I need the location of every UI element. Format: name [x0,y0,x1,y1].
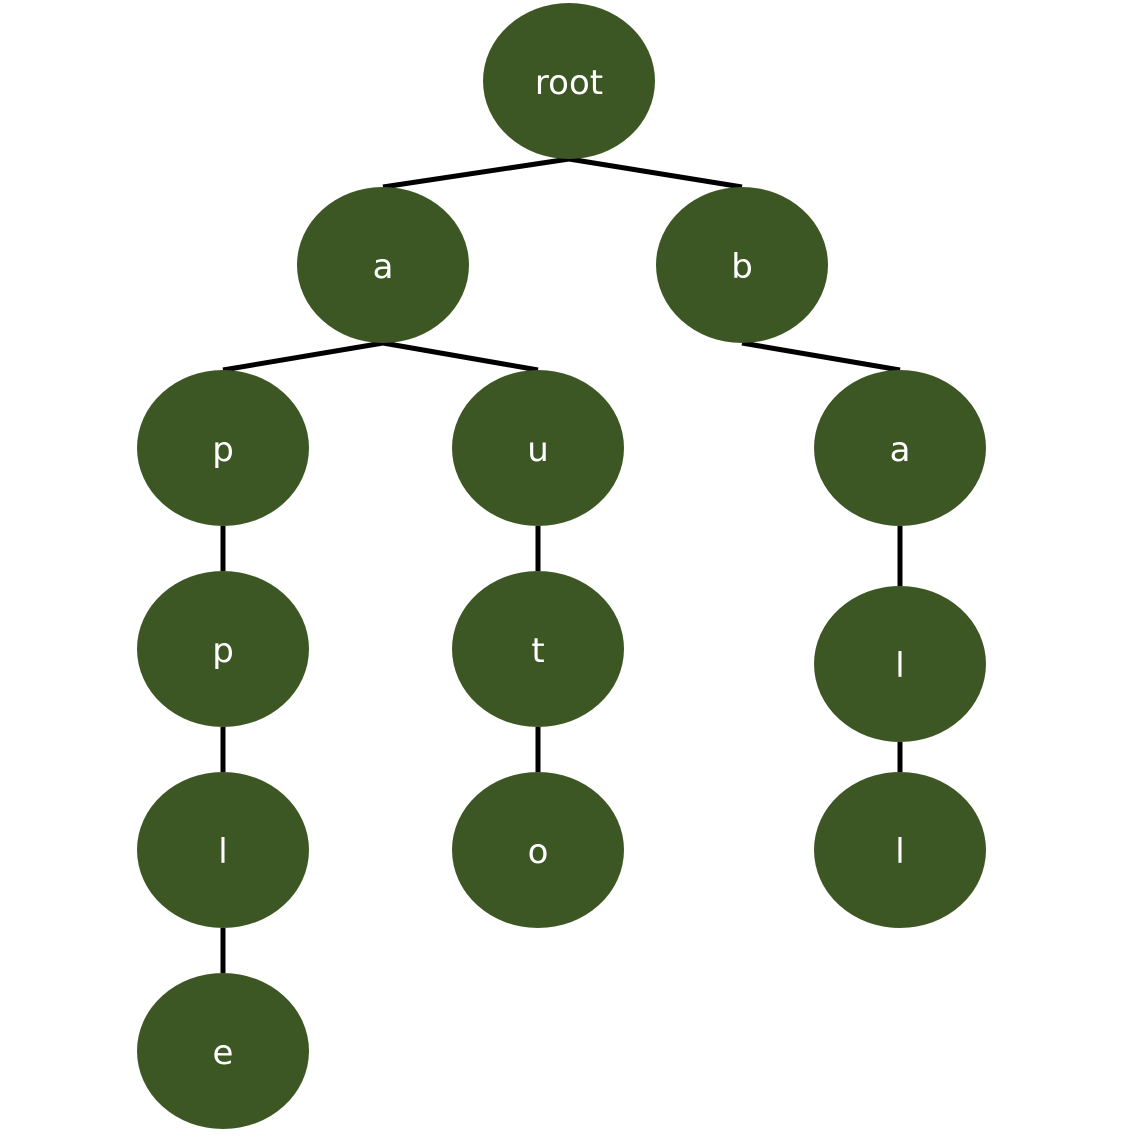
edge-a-au [382,340,539,373]
edge-b-ba [741,340,901,373]
edges-layer [220,156,903,973]
node-label: u [527,430,549,470]
node-label: b [731,247,753,287]
nodes-layer: root a b p u a p t l l o l e [137,3,986,1129]
trie-node-apple: e [137,973,309,1129]
node-label: l [895,832,904,872]
node-circle [452,772,624,928]
node-label: p [212,631,234,671]
node-label: l [218,832,227,872]
trie-node-ball: l [814,772,986,928]
node-circle [452,571,624,727]
edge-root-a [382,156,570,190]
edge-root-b [568,156,743,190]
trie-node-appl: l [137,772,309,928]
node-label: l [895,646,904,686]
node-circle [483,3,655,159]
node-circle [814,370,986,526]
node-label: e [213,1033,234,1073]
node-label: p [212,430,234,470]
node-circle [137,370,309,526]
node-circle [137,772,309,928]
node-label: t [531,631,544,671]
trie-node-b: b [656,187,828,343]
trie-node-a: a [297,187,469,343]
trie-node-auto: o [452,772,624,928]
edge-a-ap [222,340,384,373]
node-circle [656,187,828,343]
node-circle [814,772,986,928]
node-label: a [890,430,911,470]
node-label: o [528,832,549,872]
trie-node-aut: t [452,571,624,727]
trie-node-au: u [452,370,624,526]
node-circle [814,586,986,742]
node-circle [137,571,309,727]
trie-node-ap: p [137,370,309,526]
trie-node-root: root [483,3,655,159]
node-label: a [373,247,394,287]
node-circle [452,370,624,526]
trie-node-ba: a [814,370,986,526]
trie-node-bal: l [814,586,986,742]
node-label: root [535,63,603,103]
trie-node-app: p [137,571,309,727]
node-circle [297,187,469,343]
node-circle [137,973,309,1129]
